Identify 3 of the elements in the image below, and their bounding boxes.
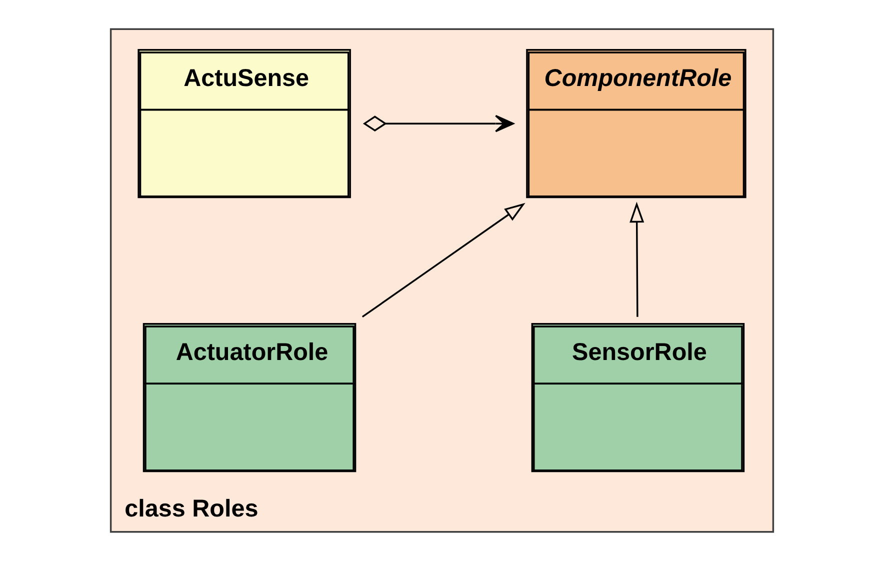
- arrow: [362, 202, 526, 318]
- arrow: [362, 114, 514, 132]
- arrow: [630, 202, 644, 317]
